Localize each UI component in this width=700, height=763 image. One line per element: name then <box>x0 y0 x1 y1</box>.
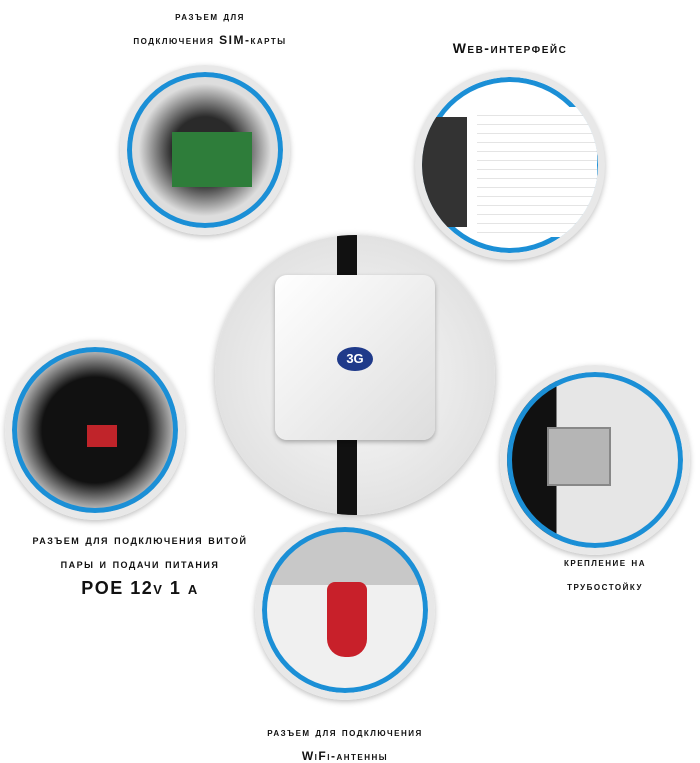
antenna-cap <box>327 582 367 657</box>
web-form <box>477 107 597 237</box>
sim-slot-photo <box>120 65 290 235</box>
label-web-interface: Web-интерфейс <box>452 40 568 56</box>
rj45-contacts <box>87 425 117 447</box>
label-wifi-antenna: разъем для подключения WiFi-антенны <box>220 720 470 763</box>
label-line: WiFi-антенны <box>301 749 389 763</box>
mount-bracket <box>547 427 611 486</box>
device-circle: 3G <box>215 235 495 515</box>
label-line: POE 12v 1 a <box>81 578 199 598</box>
label-line: разъем для <box>175 9 245 23</box>
label-line: разъем для подключения <box>267 725 423 739</box>
device-logo: 3G <box>337 347 373 371</box>
label-sim-slot: разъем для подключения SIM-карты <box>90 4 330 52</box>
label-line: трубостойку <box>567 579 643 593</box>
label-line: подключения SIM-карты <box>133 33 287 47</box>
web-interface-screenshot <box>415 70 605 260</box>
device-body: 3G <box>275 275 435 440</box>
antenna-connector-photo <box>255 520 435 700</box>
rj45-port-photo <box>5 340 185 520</box>
label-line: пары и подачи питания <box>60 556 220 571</box>
sim-board <box>172 132 252 187</box>
web-sidebar <box>422 117 467 227</box>
pole-mount-photo <box>500 365 690 555</box>
label-pole-mount: крепление на трубостойку <box>520 550 690 598</box>
label-line: крепление на <box>563 555 646 569</box>
label-line: разъем для подключения витой <box>32 532 248 547</box>
label-poe-port: разъем для подключения витой пары и пода… <box>0 528 280 600</box>
